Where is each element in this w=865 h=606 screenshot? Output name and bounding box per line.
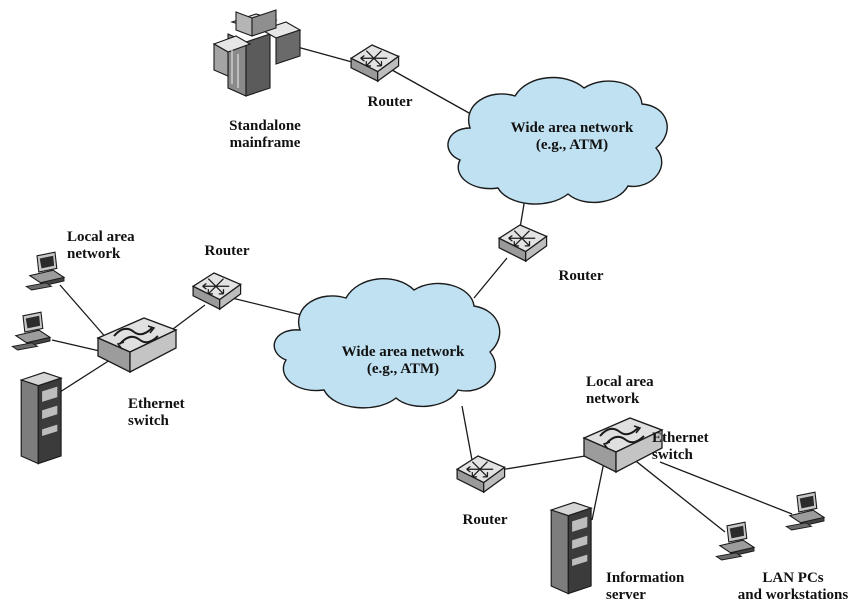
wan-top-cloud-icon [447, 76, 668, 205]
router-left-icon [192, 272, 242, 310]
router-middle-label: Router [558, 268, 604, 284]
router-top-icon [350, 44, 400, 82]
lan-pc-b-icon [785, 491, 825, 531]
switch-right-label: Ethernet switch [652, 430, 709, 463]
link-switch-right-info-server [591, 461, 605, 521]
wan-top-label: Wide area network (e.g., ATM) [510, 120, 634, 153]
info-server-label: Information server [606, 570, 685, 603]
link-switch-right-pc-a [631, 457, 726, 533]
info-server-icon [550, 501, 592, 595]
lan-left-server-icon [20, 371, 62, 465]
router-bottom-label: Router [462, 512, 508, 528]
mainframe-label: Standalone mainframe [229, 118, 301, 151]
router-left-label: Router [204, 243, 250, 259]
lan-right-label: Local area network [586, 374, 654, 407]
link-switch-left-pc2 [51, 339, 105, 353]
router-top-label: Router [367, 94, 413, 110]
link-router-top-wan-top [391, 69, 479, 119]
link-switch-left-pc1 [59, 284, 109, 341]
wan-bottom-cloud-icon [273, 278, 501, 409]
lan-left-pc-2-icon [11, 311, 51, 351]
lan-pcs-label: LAN PCs and workstations [737, 570, 849, 603]
link-router-middle-wan-bottom [473, 257, 508, 299]
router-bottom-icon [456, 455, 506, 493]
link-wan-bottom-router-bottom [461, 405, 473, 461]
router-middle-icon [498, 224, 548, 262]
links-layer [51, 44, 793, 533]
switch-left-label: Ethernet switch [128, 396, 185, 429]
link-router-bottom-switch-right [499, 455, 586, 471]
mainframe-icon [212, 9, 302, 97]
switch-right-icon [583, 417, 663, 473]
lan-left-label: Local area network [67, 229, 135, 262]
lan-left-pc-1-icon [25, 251, 65, 291]
wan-bottom-label: Wide area network (e.g., ATM) [341, 344, 465, 377]
link-switch-right-pc-b [659, 461, 793, 515]
nodes-layer [11, 9, 825, 595]
switch-left-icon [97, 317, 177, 373]
link-switch-left-server [59, 359, 111, 393]
lan-pc-a-icon [715, 521, 755, 561]
